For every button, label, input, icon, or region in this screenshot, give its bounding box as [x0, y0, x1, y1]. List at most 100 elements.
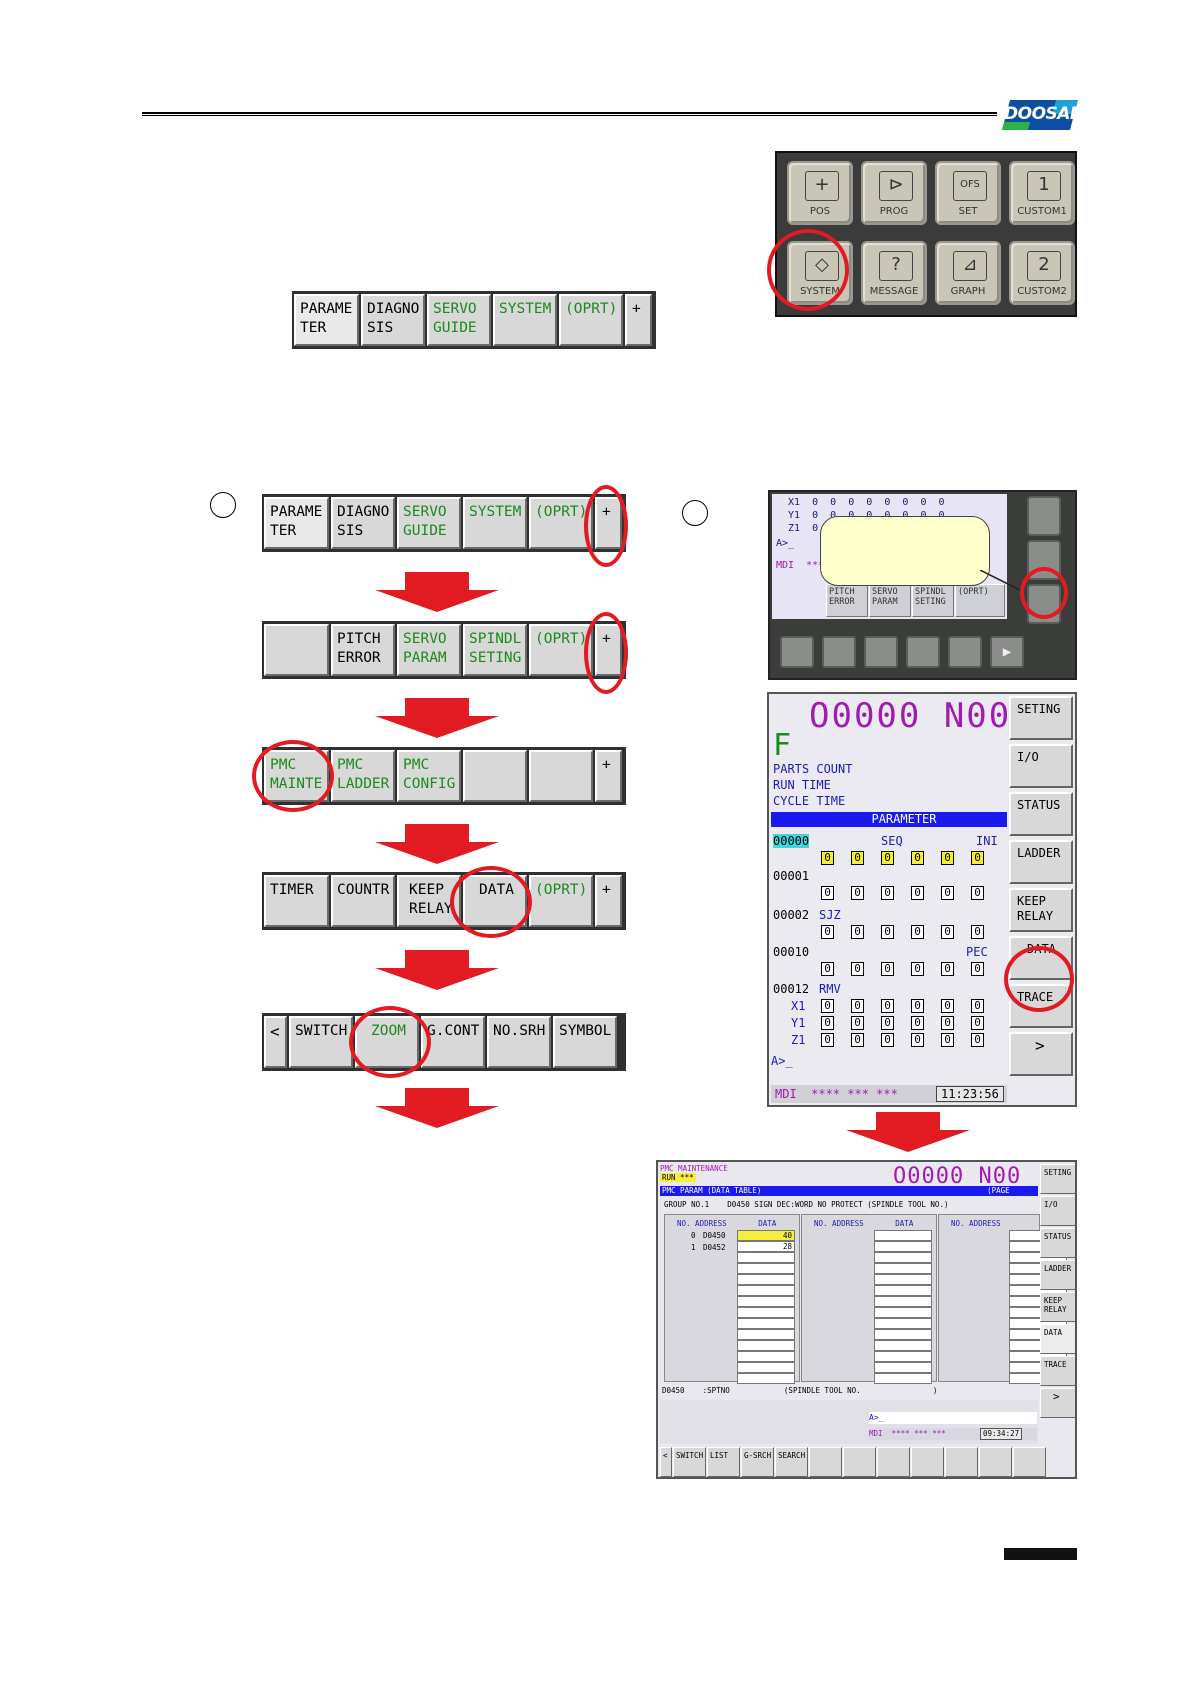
bottom-softkey[interactable]: <: [660, 1447, 672, 1477]
parameter-bit-cell[interactable]: 0: [851, 1016, 864, 1030]
parameter-bit-cell[interactable]: 0: [971, 962, 984, 976]
parameter-bit-cell[interactable]: 0: [881, 999, 894, 1013]
bottom-softkey[interactable]: SWITCH: [673, 1447, 706, 1477]
softkey-oprt[interactable]: (OPRT): [529, 624, 593, 676]
parameter-bit-cell[interactable]: 0: [911, 1016, 924, 1030]
data-cell[interactable]: [874, 1230, 932, 1241]
data-cell[interactable]: [874, 1241, 932, 1252]
softkey-countr[interactable]: COUNTR: [331, 875, 395, 927]
parameter-bit-cell[interactable]: 0: [821, 886, 834, 900]
softkey-previous[interactable]: <: [264, 1016, 287, 1068]
parameter-bit-cell[interactable]: 0: [911, 851, 924, 865]
parameter-bit-cell[interactable]: 0: [851, 962, 864, 976]
data-cell[interactable]: [737, 1351, 795, 1362]
parameter-bit-cell[interactable]: 0: [821, 962, 834, 976]
parameter-bit-cell[interactable]: 0: [911, 925, 924, 939]
play-icon[interactable]: ▶: [990, 636, 1024, 668]
parameter-bit-cell[interactable]: 0: [941, 1016, 954, 1030]
softkey-oprt[interactable]: (OPRT): [529, 875, 593, 927]
data-cell[interactable]: [737, 1263, 795, 1274]
side-softkey-keep-relay[interactable]: KEEP RELAY: [1040, 1292, 1075, 1322]
data-cell[interactable]: [737, 1285, 795, 1296]
softkey-pmc-config[interactable]: PMC CONFIG: [397, 750, 461, 802]
bezel-bottom-key[interactable]: [780, 636, 814, 668]
parameter-bit-cell[interactable]: 0: [821, 1016, 834, 1030]
parameter-bit-cell[interactable]: 0: [941, 962, 954, 976]
softkey-system[interactable]: SYSTEM: [493, 294, 557, 346]
data-cell[interactable]: 40: [737, 1230, 795, 1241]
bottom-softkey[interactable]: [979, 1447, 1012, 1477]
softkey-oprt[interactable]: (OPRT): [559, 294, 623, 346]
softkey-servo-guide[interactable]: SERVO GUIDE: [427, 294, 491, 346]
softkey-servo-guide[interactable]: SERVO GUIDE: [397, 497, 461, 549]
parameter-bit-cell[interactable]: 0: [881, 925, 894, 939]
side-softkey-next[interactable]: >: [1040, 1388, 1075, 1418]
parameter-bit-cell[interactable]: 0: [971, 1033, 984, 1047]
bottom-softkey[interactable]: SEARCH: [775, 1447, 808, 1477]
side-softkey-trace[interactable]: TRACE: [1040, 1356, 1075, 1386]
side-softkey-seting[interactable]: SETING: [1009, 696, 1073, 740]
softkey-blank[interactable]: [264, 624, 329, 676]
softkey-no-srh[interactable]: NO.SRH: [487, 1016, 551, 1068]
data-cell[interactable]: 28: [737, 1241, 795, 1252]
data-cell[interactable]: [874, 1329, 932, 1340]
parameter-bit-cell[interactable]: 0: [851, 999, 864, 1013]
parameter-bit-cell[interactable]: 0: [941, 1033, 954, 1047]
key-pos[interactable]: +POS: [787, 161, 853, 225]
data-cell[interactable]: [737, 1252, 795, 1263]
softkey-g-cont[interactable]: G.CONT: [421, 1016, 485, 1068]
parameter-bit-cell[interactable]: 0: [971, 1016, 984, 1030]
softkey-spindl-seting[interactable]: SPINDL SETING: [463, 624, 527, 676]
key-message[interactable]: ?MESSAGE: [861, 241, 927, 305]
data-cell[interactable]: [737, 1307, 795, 1318]
bottom-softkey[interactable]: [809, 1447, 842, 1477]
bottom-softkey[interactable]: [877, 1447, 910, 1477]
bezel-bottom-key[interactable]: [948, 636, 982, 668]
bottom-softkey[interactable]: [911, 1447, 944, 1477]
parameter-bit-cell[interactable]: 0: [881, 886, 894, 900]
data-cell[interactable]: [737, 1318, 795, 1329]
parameter-bit-cell[interactable]: 0: [821, 999, 834, 1013]
softkey-diagnosis[interactable]: DIAGNO SIS: [331, 497, 395, 549]
softkey-pitch-error[interactable]: PITCH ERROR: [331, 624, 395, 676]
parameter-bit-cell[interactable]: 0: [881, 1016, 894, 1030]
data-cell[interactable]: [737, 1329, 795, 1340]
data-cell[interactable]: [874, 1296, 932, 1307]
softkey-blank[interactable]: [463, 750, 527, 802]
input-prompt[interactable]: A>_: [869, 1412, 1037, 1424]
parameter-bit-cell[interactable]: 0: [971, 851, 984, 865]
data-cell[interactable]: [874, 1318, 932, 1329]
side-softkey-io[interactable]: I/O: [1040, 1196, 1075, 1226]
parameter-bit-cell[interactable]: 0: [941, 999, 954, 1013]
softkey-timer[interactable]: TIMER: [264, 875, 329, 927]
bottom-softkey[interactable]: [945, 1447, 978, 1477]
parameter-bit-cell[interactable]: 0: [851, 851, 864, 865]
softkey-parameter[interactable]: PARAME TER: [294, 294, 359, 346]
data-cell[interactable]: [874, 1307, 932, 1318]
data-cell[interactable]: [737, 1373, 795, 1384]
data-cell[interactable]: [874, 1373, 932, 1384]
softkey-blank[interactable]: [529, 750, 593, 802]
softkey-system[interactable]: SYSTEM: [463, 497, 527, 549]
bezel-bottom-key[interactable]: [864, 636, 898, 668]
side-softkey-io[interactable]: I/O: [1009, 744, 1073, 788]
softkey-next[interactable]: +: [625, 294, 652, 346]
parameter-bit-cell[interactable]: 0: [821, 851, 834, 865]
softkey-next[interactable]: +: [595, 875, 622, 927]
data-cell[interactable]: [737, 1340, 795, 1351]
data-cell[interactable]: [874, 1362, 932, 1373]
data-cell[interactable]: [737, 1296, 795, 1307]
bezel-bottom-key[interactable]: [906, 636, 940, 668]
parameter-bit-cell[interactable]: 0: [911, 886, 924, 900]
softkey-next[interactable]: +: [595, 750, 622, 802]
parameter-bit-cell[interactable]: 0: [881, 851, 894, 865]
data-cell[interactable]: [737, 1362, 795, 1373]
side-softkey-data[interactable]: DATA: [1040, 1324, 1075, 1354]
data-cell[interactable]: [1009, 1285, 1067, 1296]
parameter-bit-cell[interactable]: 0: [881, 962, 894, 976]
softkey-symbol[interactable]: SYMBOL: [553, 1016, 617, 1068]
parameter-bit-cell[interactable]: 0: [851, 1033, 864, 1047]
parameter-bit-cell[interactable]: 0: [881, 1033, 894, 1047]
